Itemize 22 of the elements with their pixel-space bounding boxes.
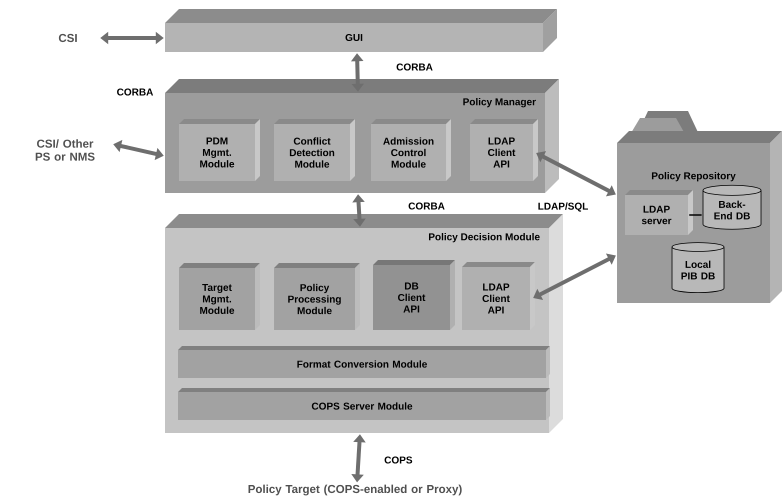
module-box: LDAP Client API [462, 262, 535, 330]
database-cylinder: Back-End DB [702, 184, 762, 230]
module-bar: Format Conversion Module [178, 346, 550, 378]
server-box: LDAP server [625, 190, 693, 235]
module-box: Target Mgmt. Module [179, 263, 260, 330]
module-box: DB Client API [373, 260, 455, 330]
module-box: LDAP Client API [470, 119, 538, 181]
module-box: Admission Control Module [371, 119, 451, 181]
protocol-label: CORBA [117, 88, 154, 96]
edge-label: COPS [384, 456, 412, 464]
protocol-label: LDAP/SQL [538, 202, 588, 212]
target-label: Policy Target (COPS-enabled or Proxy) [248, 484, 462, 496]
module-bar: COPS Server Module [178, 388, 550, 420]
gui-bar: GUI [165, 9, 557, 52]
edge-label: CORBA [408, 202, 445, 210]
module-box: Policy Processing Module [274, 263, 360, 330]
module-box: Conflict Detection Module [274, 119, 355, 181]
module-box: PDM Mgmt. Module [179, 119, 260, 181]
database-cylinder: Local PIB DB [672, 242, 724, 293]
edge-label: CORBA [396, 63, 433, 71]
interface-label: CSI/ Other PS or NMS [36, 139, 95, 161]
interface-label: CSI [58, 34, 77, 42]
